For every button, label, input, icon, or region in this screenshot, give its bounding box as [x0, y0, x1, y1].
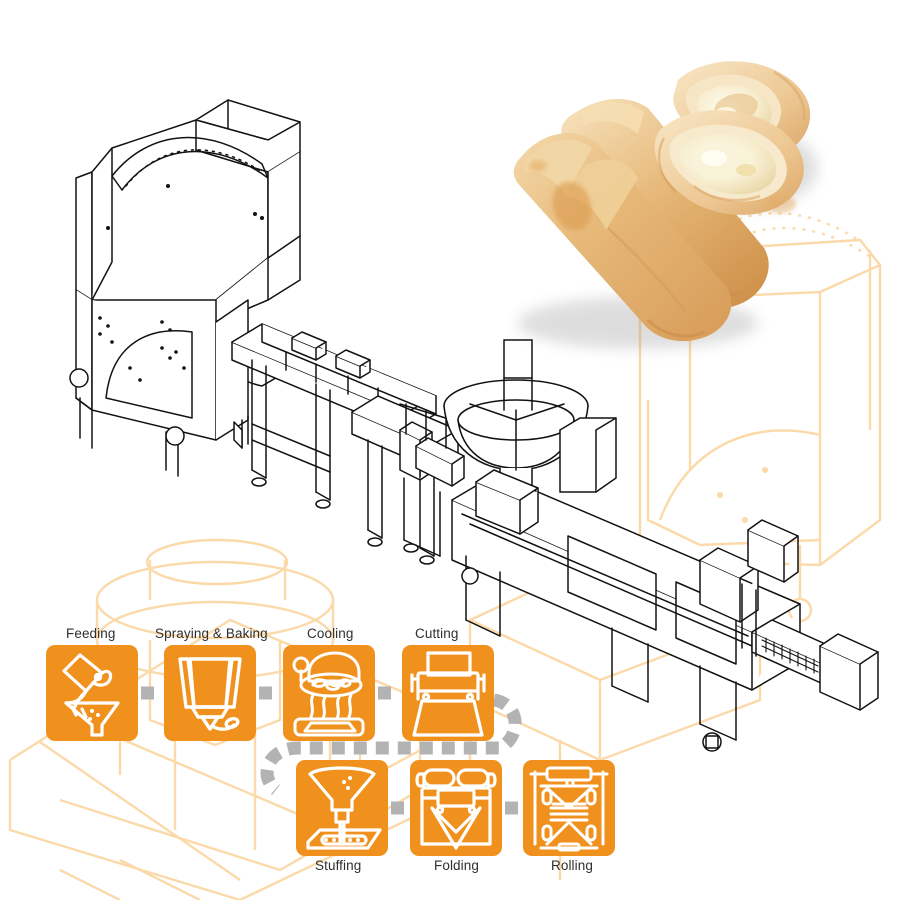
process-tile-spraying-baking[interactable]: [164, 645, 256, 741]
process-label-cooling: Cooling: [307, 626, 354, 641]
process-tile-feeding[interactable]: [46, 645, 138, 741]
rolling-icon: [529, 766, 609, 852]
process-label-rolling: Rolling: [551, 858, 593, 873]
spring-rolls-photo: [488, 38, 828, 368]
process-label-folding: Folding: [434, 858, 479, 873]
spraying-baking-icon: [178, 657, 242, 731]
process-label-stuffing: Stuffing: [315, 858, 362, 873]
feeding-icon: [62, 653, 120, 737]
process-label-feeding: Feeding: [66, 626, 116, 641]
process-tile-cutting[interactable]: [402, 645, 494, 741]
process-tile-stuffing[interactable]: [296, 760, 388, 856]
process-label-spraying-baking: Spraying & Baking: [155, 626, 268, 641]
folding-icon: [415, 768, 497, 850]
process-tile-folding[interactable]: [410, 760, 502, 856]
cooling-icon: [292, 651, 365, 737]
process-label-cutting: Cutting: [415, 626, 459, 641]
stuffing-icon: [306, 766, 382, 850]
process-tile-rolling[interactable]: [523, 760, 615, 856]
cutting-icon: [410, 651, 486, 737]
process-tile-cooling[interactable]: [283, 645, 375, 741]
connector-cutting-to-stuffing: [260, 693, 522, 796]
